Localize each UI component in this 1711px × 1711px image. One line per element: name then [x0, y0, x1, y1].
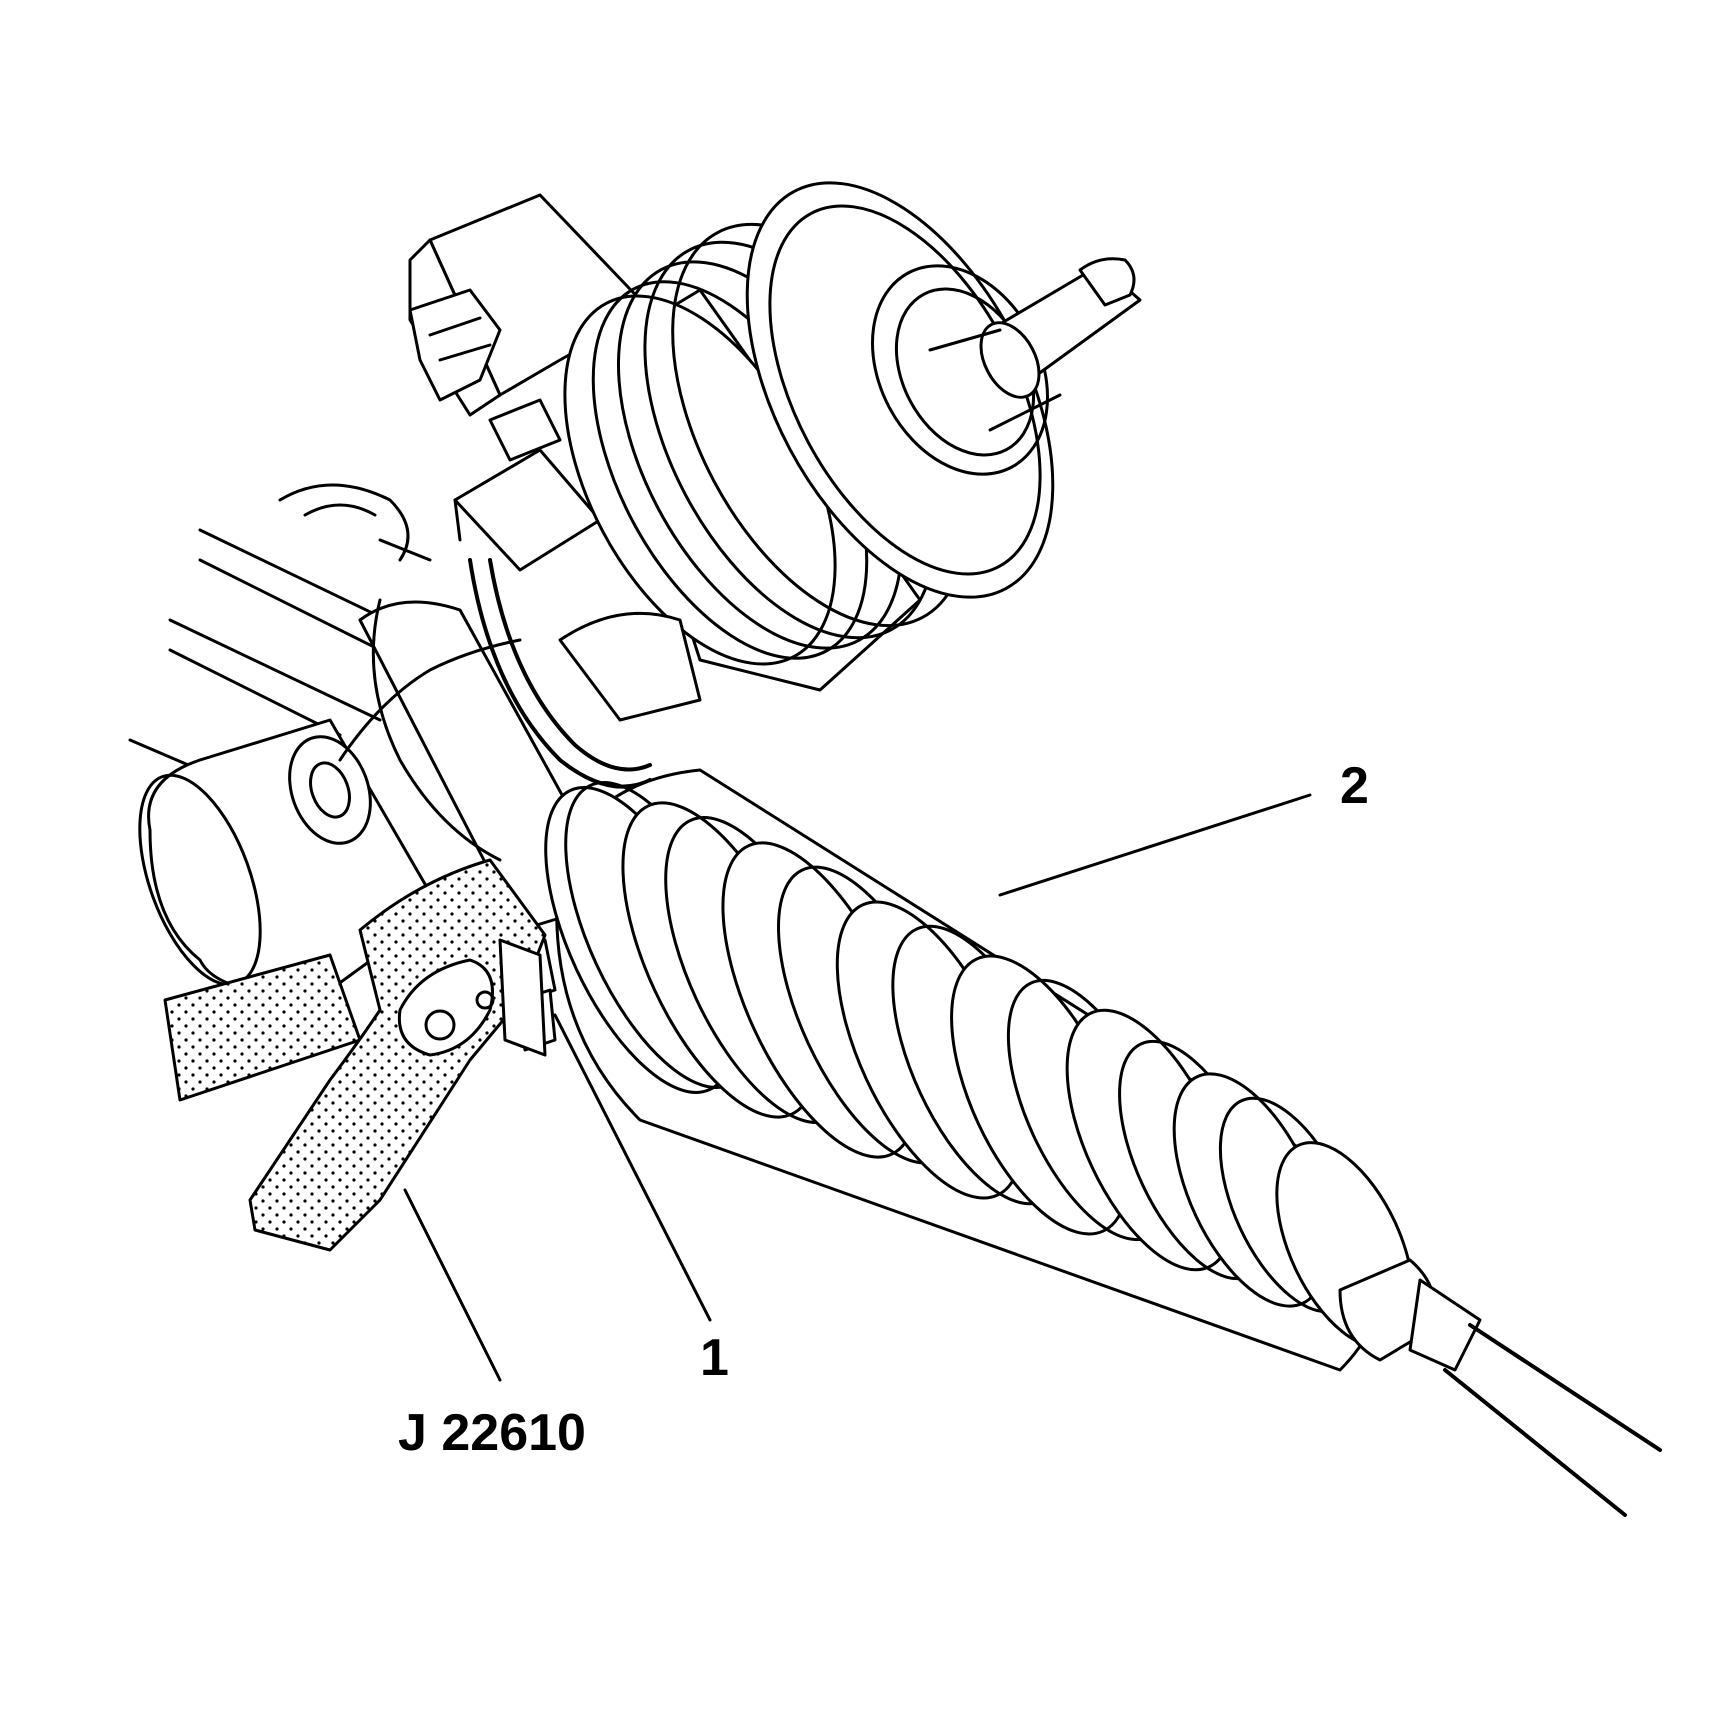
connector-housing [408, 193, 652, 572]
callout-label-2: 2 [1340, 757, 1369, 815]
input-shaft [928, 257, 1142, 432]
tie-rod [1338, 1258, 1662, 1517]
callout-leaders [403, 793, 1312, 1382]
valve-housing [563, 181, 1055, 692]
rack-boot [544, 768, 1415, 1372]
callout-label-1: 1 [700, 1329, 729, 1387]
tool-label: J 22610 [398, 1404, 586, 1462]
clamp-pliers-tool [163, 858, 547, 1252]
